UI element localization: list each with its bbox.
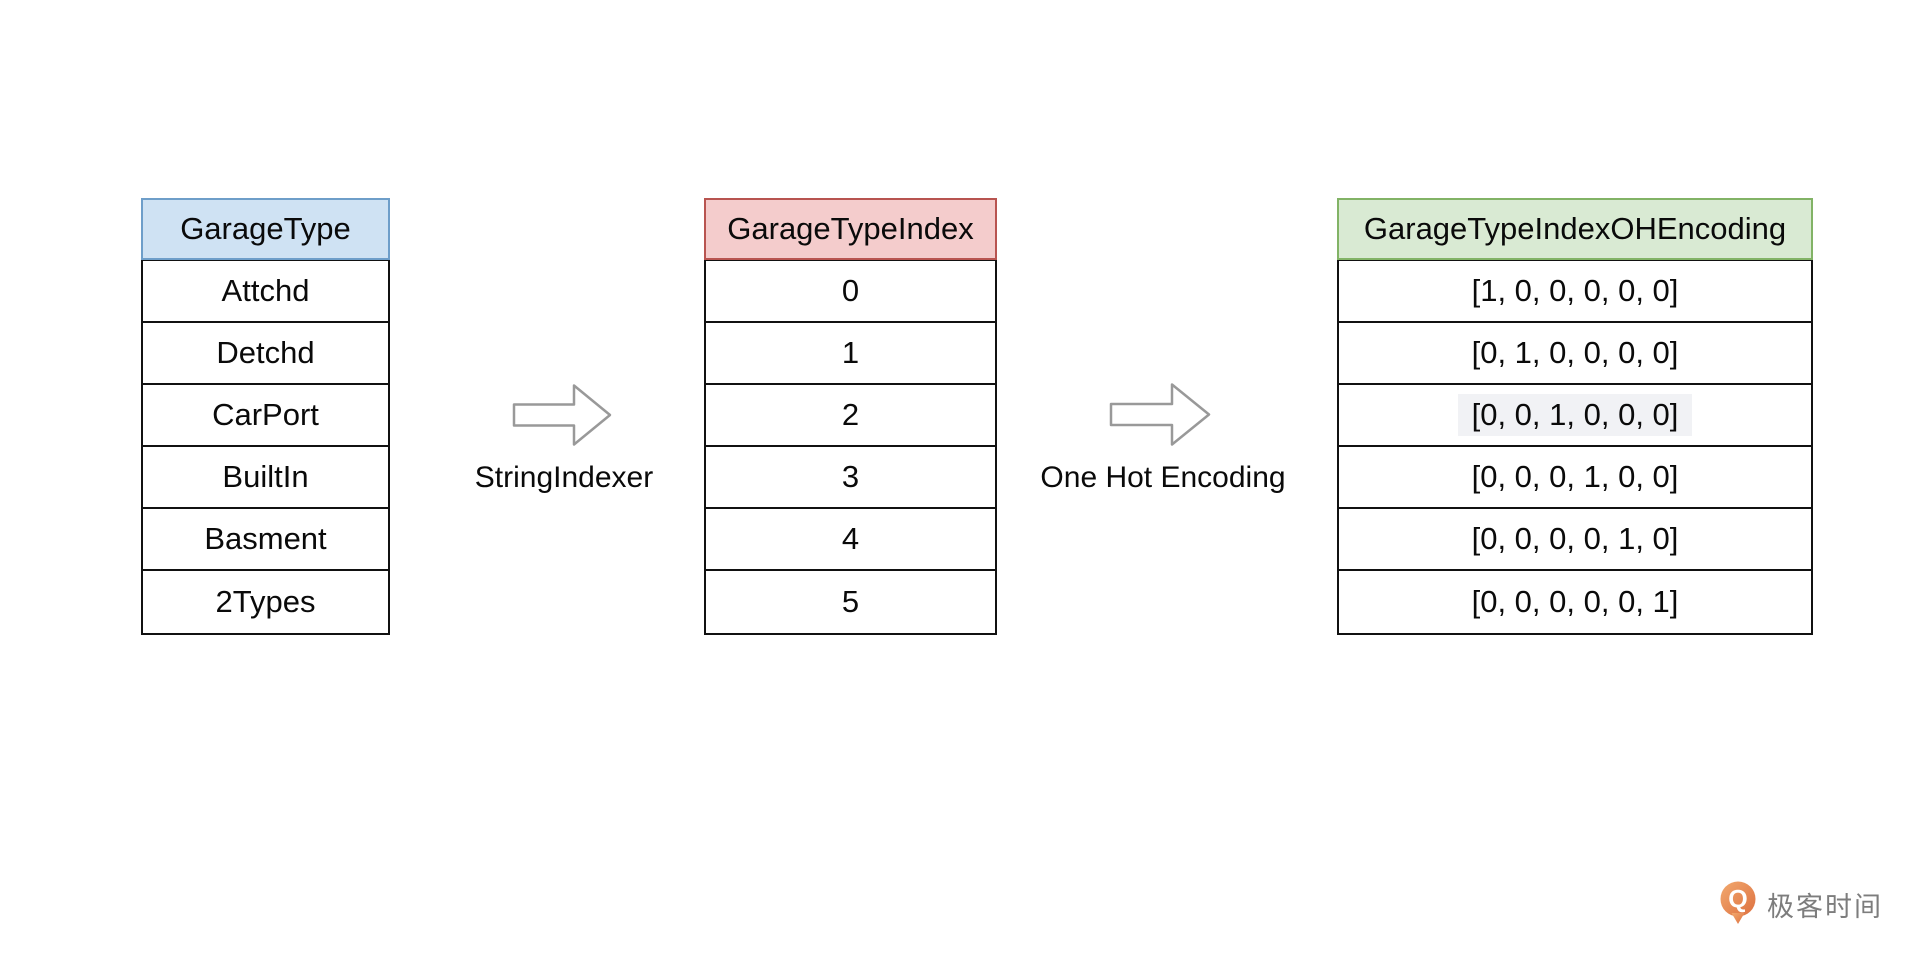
header-text: GarageTypeIndexOHEncoding <box>1363 211 1787 246</box>
one-hot-encoding-label: One Hot Encoding <box>1040 461 1286 494</box>
table-row: 4 <box>706 509 995 571</box>
garagetypeindex-table-body: 0 1 2 3 4 5 <box>704 260 997 635</box>
garagetypeindex-table: GarageTypeIndex 0 1 2 3 4 5 <box>704 198 997 635</box>
cell-value: 2Types <box>215 584 316 619</box>
garagetype-header-cell: GarageType <box>141 198 390 260</box>
right-arrow-icon <box>512 384 612 446</box>
cell-value: 0 <box>841 273 860 308</box>
cell-value: 1 <box>841 335 860 370</box>
table-row: [0, 0, 0, 0, 0, 1] <box>1339 571 1811 633</box>
cell-value: [0, 0, 0, 0, 1, 0] <box>1471 521 1679 556</box>
table-row: 2 <box>706 385 995 447</box>
header-text: GarageType <box>180 211 351 246</box>
stringindexer-label: StringIndexer <box>474 461 654 494</box>
cell-value: Detchd <box>216 335 315 370</box>
geektime-logo-icon: Q <box>1720 881 1756 924</box>
ohencoding-header-cell: GarageTypeIndexOHEncoding <box>1337 198 1813 260</box>
cell-value: 2 <box>841 397 860 432</box>
geektime-logo-text: 极客时间 <box>1767 891 1883 922</box>
cell-value: [1, 0, 0, 0, 0, 0] <box>1471 273 1679 308</box>
cell-value: [0, 1, 0, 0, 0, 0] <box>1471 335 1679 370</box>
table-row: Attchd <box>143 261 388 323</box>
cell-value: CarPort <box>212 397 319 432</box>
table-row: [0, 0, 0, 1, 0, 0] <box>1339 447 1811 509</box>
cell-value: Attchd <box>221 273 310 308</box>
geektime-logo: Q 极客时间 <box>1718 880 1883 928</box>
cell-value: BuiltIn <box>222 459 309 494</box>
cell-value-highlighted: [0, 0, 1, 0, 0, 0] <box>1457 394 1693 436</box>
table-row: 0 <box>706 261 995 323</box>
table-row: [1, 0, 0, 0, 0, 0] <box>1339 261 1811 323</box>
header-text: GarageTypeIndex <box>727 211 974 246</box>
table-row: 3 <box>706 447 995 509</box>
cell-value: 5 <box>841 584 860 619</box>
table-row: [0, 0, 0, 0, 1, 0] <box>1339 509 1811 571</box>
garagetypeindex-header-cell: GarageTypeIndex <box>704 198 997 260</box>
table-row: 5 <box>706 571 995 633</box>
table-row: Basment <box>143 509 388 571</box>
table-row: 1 <box>706 323 995 385</box>
cell-value: 3 <box>841 459 860 494</box>
cell-value: [0, 0, 0, 1, 0, 0] <box>1471 459 1679 494</box>
svg-text:Q: Q <box>1728 886 1747 914</box>
table-row: CarPort <box>143 385 388 447</box>
table-row: [0, 0, 1, 0, 0, 0] <box>1339 385 1811 447</box>
cell-value: [0, 0, 0, 0, 0, 1] <box>1471 584 1679 619</box>
right-arrow-icon <box>1109 383 1211 446</box>
ohencoding-table-body: [1, 0, 0, 0, 0, 0] [0, 1, 0, 0, 0, 0] [0… <box>1337 260 1813 635</box>
cell-value: 4 <box>841 521 860 556</box>
garagetype-table-body: Attchd Detchd CarPort BuiltIn Basment 2T… <box>141 260 390 635</box>
garagetype-table: GarageType Attchd Detchd CarPort BuiltIn… <box>141 198 390 635</box>
table-row: BuiltIn <box>143 447 388 509</box>
table-row: [0, 1, 0, 0, 0, 0] <box>1339 323 1811 385</box>
ohencoding-table: GarageTypeIndexOHEncoding [1, 0, 0, 0, 0… <box>1337 198 1813 635</box>
cell-value: Basment <box>204 521 327 556</box>
table-row: Detchd <box>143 323 388 385</box>
table-row: 2Types <box>143 571 388 633</box>
